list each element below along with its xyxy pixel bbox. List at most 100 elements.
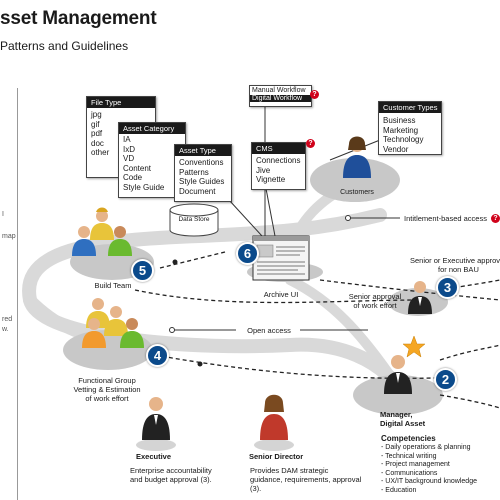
senior-approval-line: Senior approval xyxy=(348,292,402,301)
functional-group-line: Vetting & Estimation xyxy=(73,385,141,394)
step-badge-4: 4 xyxy=(146,344,169,367)
competency-item: - Daily operations & planning xyxy=(381,444,471,451)
asset-type-item: Conventions xyxy=(179,158,224,167)
senior-approval-label: Senior approval of work effort xyxy=(346,292,404,310)
senior-director-desc-line: (3). xyxy=(250,484,262,493)
asset-category-item: Code xyxy=(123,173,143,182)
asset-category-item: VD xyxy=(123,154,135,163)
data-store-label: Data Store xyxy=(178,216,210,223)
cms-item: Vignette xyxy=(256,175,286,184)
competency-item: - Communications xyxy=(381,469,438,477)
executive-desc-line: Enterprise accountability xyxy=(130,466,212,475)
asset-type-item: Style Guides xyxy=(179,177,225,186)
flow-5-6 xyxy=(159,251,226,269)
build-team-label: Build Team xyxy=(94,281,132,290)
customer-types-title: Customer Types xyxy=(379,102,441,113)
step-badge-6: 6 xyxy=(236,242,259,265)
competency-item: - Education xyxy=(381,486,417,494)
flow-5-3 xyxy=(134,289,421,304)
executive-description: Enterprise accountability and budget app… xyxy=(130,466,212,484)
open-access-node xyxy=(169,327,175,333)
cms-help-icon[interactable]: ? xyxy=(306,139,315,148)
cms-box: CMS Connections Jive Vignette xyxy=(251,142,306,190)
file-type-item: jpg xyxy=(91,110,102,119)
workflow-box: Manual Workflow Digital Workflow xyxy=(249,85,312,107)
manager-line: Digital Asset xyxy=(380,419,426,428)
customer-person-icon xyxy=(343,136,371,178)
open-access-label: Open access xyxy=(247,326,291,335)
executive-name: Executive xyxy=(136,452,172,461)
digital-workflow-label: Digital Workflow xyxy=(250,95,311,102)
customer-types-item: Vendor xyxy=(383,144,409,154)
cms-item: Connections xyxy=(256,156,301,165)
senior-director-desc-line: Provides DAM strategic xyxy=(250,466,329,475)
archive-ui-document xyxy=(252,235,310,281)
asset-category-item: Content xyxy=(123,163,152,173)
file-type-title: File Type xyxy=(87,97,155,108)
file-type-item: doc xyxy=(91,138,104,148)
customers-label: Customers xyxy=(340,189,374,196)
asset-type-item: Document xyxy=(179,186,216,196)
manager-platform xyxy=(353,375,443,415)
customer-types-item: Technology xyxy=(383,135,424,144)
customer-types-item: Business xyxy=(383,116,416,125)
customers-platform xyxy=(310,158,400,202)
competencies-title: Competencies xyxy=(381,434,436,443)
functional-group-line: of work effort xyxy=(85,394,129,403)
workflow-help-icon[interactable]: ? xyxy=(310,90,319,99)
functional-group-label: Functional Group Vetting & Estimation of… xyxy=(62,376,152,403)
file-type-item: pdf xyxy=(91,129,103,138)
entitlement-node xyxy=(345,215,351,221)
page-title: sset Management xyxy=(0,8,157,29)
asset-category-title: Asset Category xyxy=(119,123,185,134)
flow-2-right-low xyxy=(439,394,500,409)
cms-title: CMS xyxy=(252,143,305,154)
asset-type-title: Asset Type xyxy=(175,145,231,156)
manager-person-icon xyxy=(384,355,412,394)
asset-category-item: IxD xyxy=(123,144,135,154)
asset-type-box: Asset Type Conventions Patterns Style Gu… xyxy=(174,144,232,202)
manual-workflow-label: Manual Workflow xyxy=(252,87,306,94)
manager-label: Manager, Digital Asset xyxy=(380,410,425,428)
competency-item: - Technical writing xyxy=(381,452,437,460)
executive-desc-line: and budget approval (3). xyxy=(130,475,212,484)
step-badge-3: 3 xyxy=(436,276,459,299)
senior-director-person-icon xyxy=(254,394,294,451)
step-badge-5: 5 xyxy=(131,259,154,282)
asset-category-item: IA xyxy=(123,135,131,144)
left-fragment-4: w. xyxy=(2,326,9,333)
step-badge-2: 2 xyxy=(434,368,457,391)
customer-types-box: Customer Types Business Marketing Techno… xyxy=(378,101,442,155)
left-fragment-3: red xyxy=(2,316,13,323)
connector-asset-type xyxy=(228,199,263,237)
entitlement-label: Intitlement-based access xyxy=(404,214,487,223)
manager-line: Manager, xyxy=(380,410,413,419)
page-subtitle: Patterns and Guidelines xyxy=(0,39,129,53)
senior-approval-person-icon xyxy=(408,281,432,314)
functional-group-line: Functional Group xyxy=(78,376,136,385)
asset-category-item: Style Guide xyxy=(123,182,165,192)
left-divider xyxy=(17,88,18,500)
competency-item: - UX/IT background knowledge xyxy=(381,478,477,485)
star-icon xyxy=(402,335,426,358)
senior-director-name: Senior Director xyxy=(249,452,304,461)
competency-item: - Project management xyxy=(381,461,450,468)
archive-ui-label: Archive UI xyxy=(263,290,299,299)
asset-category-box: Asset Category IA IxD VD Content Code St… xyxy=(118,122,186,198)
customer-types-item: Marketing xyxy=(383,125,419,135)
flow-2-right xyxy=(439,344,500,361)
data-store-cylinder xyxy=(169,203,219,237)
senior-approval-line: of work effort xyxy=(353,301,397,310)
senior-exec-approval-line: for non BAU xyxy=(438,265,479,274)
senior-exec-approval-line: Senior or Executive approv xyxy=(410,256,500,265)
left-fragment-1: I xyxy=(2,211,4,218)
functional-group-icon xyxy=(82,298,144,348)
file-type-item: other xyxy=(91,148,110,157)
executive-person-icon xyxy=(136,397,176,451)
senior-director-description: Provides DAM strategic guidance, require… xyxy=(250,466,361,493)
build-team-icon xyxy=(72,207,132,256)
entitlement-help-icon[interactable]: ? xyxy=(491,214,500,223)
senior-director-desc-line: guidance, requirements, approval xyxy=(250,475,362,484)
senior-exec-approval-label: Senior or Executive approv for non BAU xyxy=(410,256,500,274)
